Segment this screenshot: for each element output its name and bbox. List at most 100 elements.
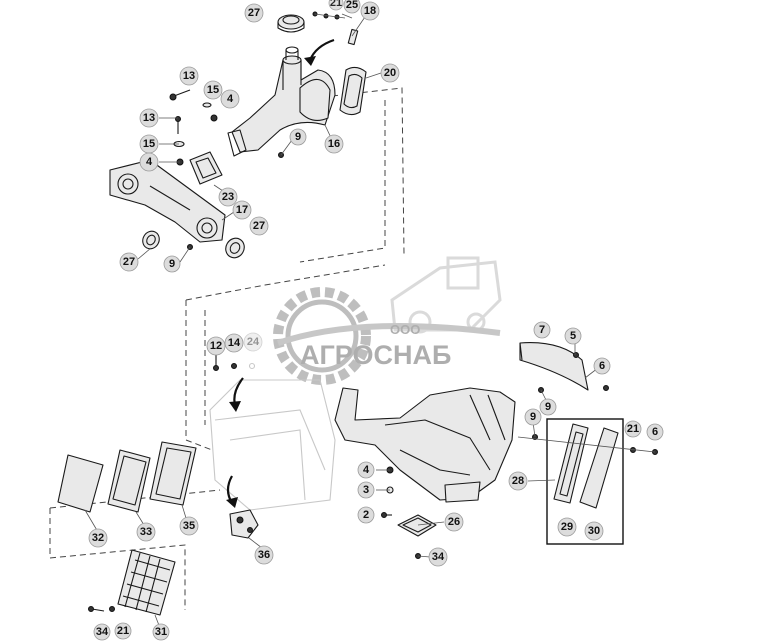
callout-4-lower: 4 <box>139 152 159 172</box>
filter-29 <box>553 423 589 504</box>
callout-13-upper: 13 <box>179 66 199 86</box>
callout-label: 6 <box>599 360 605 372</box>
callout-label: 32 <box>92 532 104 544</box>
nut-24 <box>248 362 256 370</box>
watermark-name: АГРОСНАБ <box>300 340 451 370</box>
callout-label: 33 <box>140 526 152 538</box>
callout-label: 4 <box>227 93 234 105</box>
callout-label: 26 <box>448 516 460 528</box>
screw-set-25 <box>312 11 346 20</box>
watermark-logo: ООО АГРОСНАБ <box>273 256 502 385</box>
callout-13-lower: 13 <box>139 108 159 128</box>
callout-label: 4 <box>363 464 370 476</box>
callout-14: 14 <box>224 333 244 353</box>
callout-16: 16 <box>324 134 344 154</box>
callout-label: 31 <box>155 626 167 638</box>
bracket-26 <box>397 514 437 537</box>
gear-icon <box>273 287 371 385</box>
callout-label: 3 <box>363 484 369 496</box>
callout-12: 12 <box>206 336 226 356</box>
callout-label: 14 <box>228 337 241 349</box>
callout-36: 36 <box>254 545 274 565</box>
assembly-outline-upper <box>331 87 405 256</box>
callout-label: 13 <box>143 112 155 124</box>
callout-9-right-lower: 9 <box>524 408 542 426</box>
callout-18: 18 <box>360 1 380 21</box>
heater-housing-main <box>334 387 516 503</box>
callout-27-top: 27 <box>244 3 264 23</box>
screw-6-upper <box>603 385 609 391</box>
callout-label: 21 <box>117 625 129 637</box>
callout-6-right: 6 <box>646 423 664 441</box>
callout-label: 34 <box>96 626 109 638</box>
seal-ring-27-left <box>142 230 160 250</box>
callout-label: 9 <box>545 401 551 413</box>
callout-6-upper: 6 <box>593 357 611 375</box>
callout-label: 23 <box>222 191 234 203</box>
callout-label: 18 <box>364 5 376 17</box>
air-duct-16 <box>227 46 336 157</box>
callout-label: 30 <box>588 525 600 537</box>
callout-label: 36 <box>258 549 270 561</box>
callout-17: 17 <box>232 200 252 220</box>
callout-32: 32 <box>88 528 108 548</box>
callout-label: 15 <box>207 84 219 96</box>
callout-label: 29 <box>561 521 573 533</box>
callout-9-right-upper: 9 <box>539 398 557 416</box>
gasket-23 <box>189 151 223 185</box>
bolt-13-upper <box>169 89 191 101</box>
filter-grille-31 <box>117 549 176 616</box>
callout-label: 24 <box>247 336 260 348</box>
callout-34-middle: 34 <box>428 547 448 567</box>
harvester-icon <box>390 256 502 334</box>
callout-label: 12 <box>210 340 222 352</box>
callout-label: 17 <box>236 204 248 216</box>
callout-15-upper: 15 <box>203 80 223 100</box>
callout-28: 28 <box>508 471 528 491</box>
mounting-bracket-17 <box>109 159 226 243</box>
callout-label: 4 <box>146 156 153 168</box>
callout-21-right: 21 <box>624 420 642 438</box>
callout-label: 27 <box>248 7 260 19</box>
callout-label: 34 <box>432 551 445 563</box>
callout-35: 35 <box>179 516 199 536</box>
washer-15-upper <box>202 102 212 108</box>
callout-label: 9 <box>530 411 536 423</box>
callout-15-lower: 15 <box>139 134 159 154</box>
screw-21-lower <box>109 606 115 612</box>
seal-ring-27-right <box>225 237 245 259</box>
seal-ring-27-top <box>277 14 305 33</box>
callout-31: 31 <box>152 623 170 641</box>
callout-label: 20 <box>384 67 396 79</box>
callout-23: 23 <box>218 187 238 207</box>
callout-2: 2 <box>357 506 375 524</box>
gasket-20 <box>339 66 367 116</box>
callout-30: 30 <box>584 521 604 541</box>
callout-4-middle: 4 <box>357 461 375 479</box>
callout-label: 35 <box>183 520 195 532</box>
callout-29: 29 <box>557 517 577 537</box>
callout-label: 27 <box>123 256 135 268</box>
callout-34-lower: 34 <box>93 623 111 641</box>
callout-label: 13 <box>183 70 195 82</box>
watermark-prefix: ООО <box>390 322 420 337</box>
callout-21-top: 21 <box>328 0 344 11</box>
callout-27-right: 27 <box>249 216 269 236</box>
filter-30 <box>579 427 619 509</box>
callout-label: 2 <box>363 509 369 521</box>
callout-26: 26 <box>444 512 464 532</box>
callout-label: 16 <box>328 138 340 150</box>
screw-34-lower <box>91 608 105 612</box>
callout-label: 25 <box>346 0 358 11</box>
callout-label: 15 <box>143 138 155 150</box>
washer-14 <box>231 363 237 369</box>
callout-21-lower: 21 <box>114 622 132 640</box>
callout-3: 3 <box>357 481 375 499</box>
callout-label: 9 <box>169 258 175 270</box>
callout-label: 9 <box>295 131 301 143</box>
callout-label: 27 <box>253 220 265 232</box>
filter-kit-box-28 <box>546 418 624 545</box>
callout-label: 21 <box>627 423 639 435</box>
filter-frame-33 <box>107 449 151 513</box>
